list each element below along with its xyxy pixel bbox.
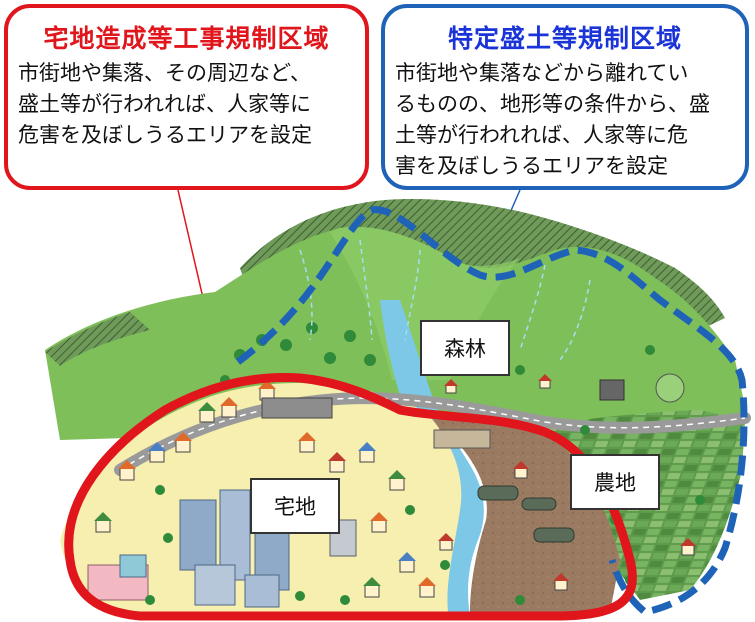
label-residential: 宅地: [250, 478, 340, 534]
buildings: [87, 489, 357, 608]
blue-callout-body: 市街地や集落などから離れてい るものの、地形等の条件から、盛 土等が行われれば、…: [395, 58, 735, 182]
blue-callout-line: るものの、地形等の条件から、盛: [395, 92, 710, 116]
blue-callout-line: 害を及ぼしうるエリアを設定: [395, 154, 668, 178]
red-callout-line: 市街地や集落、その周辺など、: [18, 61, 311, 85]
red-callout-line: 危害を及ぼしうるエリアを設定: [18, 123, 312, 147]
mountain-shade: [330, 226, 520, 380]
blue-callout-box: 特定盛土等規制区域 市街地や集落などから離れてい るものの、地形等の条件から、盛…: [381, 4, 749, 190]
blue-callout-line: 土等が行われれば、人家等に危: [395, 123, 688, 147]
residential-region-boundary: [64, 373, 637, 621]
red-callout-title: 宅地造成等工事規制区域: [43, 24, 330, 53]
blue-callout-title: 特定盛土等規制区域: [447, 24, 682, 53]
red-callout-body: 市街地や集落、その周辺など、 盛土等が行われれば、人家等に 危害を及ぼしうるエリ…: [18, 58, 355, 151]
blue-callout-line: 市街地や集落などから離れてい: [395, 61, 689, 85]
red-callout-box: 宅地造成等工事規制区域 市街地や集落、その周辺など、 盛土等が行われれば、人家等…: [4, 4, 369, 190]
greenhouses: [261, 373, 685, 543]
left-slope-hatched: [45, 312, 150, 366]
agricultural-dirt-area: [410, 419, 620, 612]
specified-region-boundary: [235, 206, 748, 616]
red-callout-line: 盛土等が行われれば、人家等に: [18, 92, 311, 116]
label-farmland: 農地: [570, 454, 660, 510]
houses: [94, 374, 696, 598]
label-forest: 森林: [420, 320, 510, 376]
